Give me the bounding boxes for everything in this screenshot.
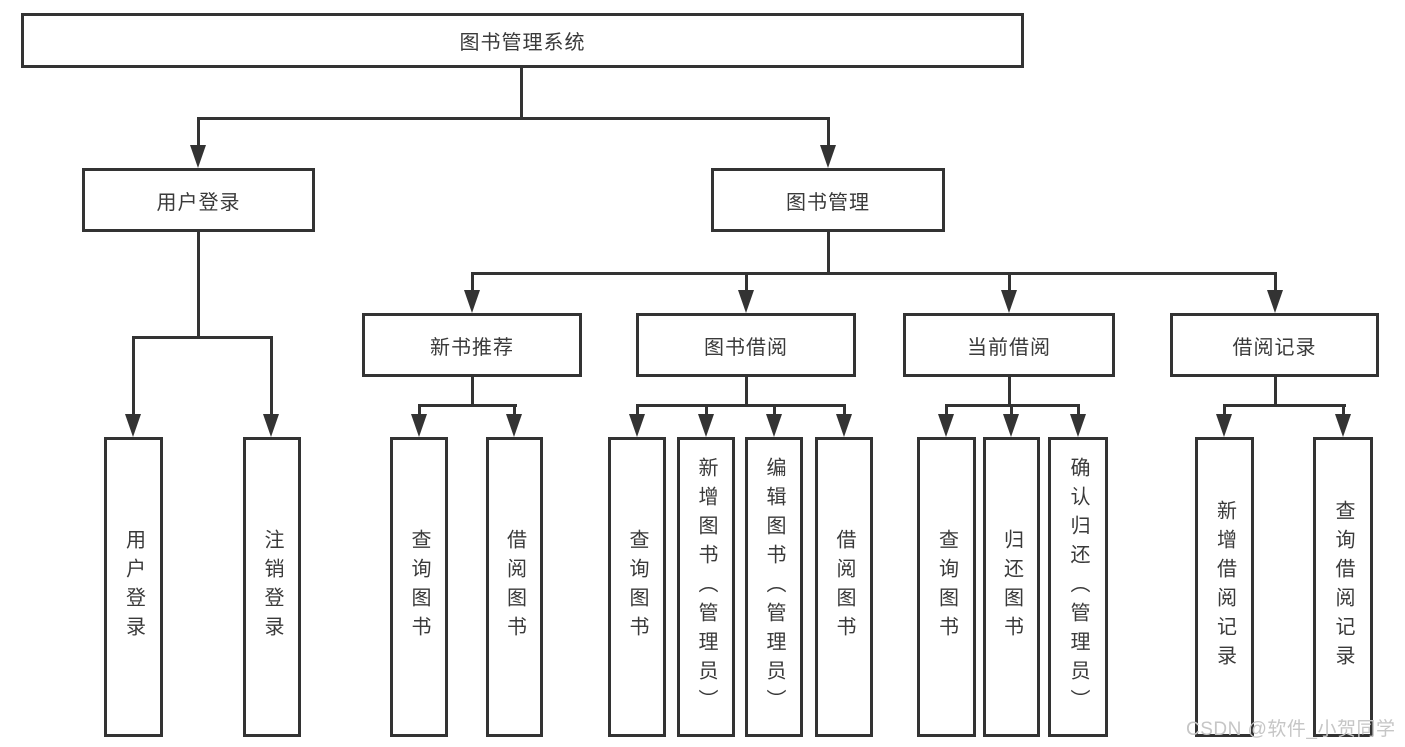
- node-label: 图书管理系统: [459, 32, 586, 54]
- node-leaf-query-borrow-record: 查询借阅记录: [1313, 437, 1373, 737]
- node-label: 查询图书: [626, 529, 648, 645]
- connector-line: [827, 117, 830, 148]
- connector-line: [945, 404, 948, 417]
- connector-line: [418, 404, 421, 417]
- node-leaf-query-books-recommend: 查询图书: [390, 437, 448, 737]
- arrowhead-down-icon: [411, 414, 427, 437]
- node-label: 用户登录: [156, 191, 241, 214]
- arrowhead-down-icon: [190, 145, 206, 168]
- connector-line: [1223, 404, 1226, 417]
- node-leaf-logout: 注销登录: [243, 437, 301, 737]
- connector-line: [471, 272, 1277, 275]
- node-leaf-borrow-books-recommend: 借阅图书: [486, 437, 543, 737]
- arrowhead-down-icon: [766, 414, 782, 437]
- node-current-borrowing: 当前借阅: [903, 313, 1115, 377]
- connector-line: [843, 404, 846, 417]
- node-leaf-query-books-borrow: 查询图书: [608, 437, 666, 737]
- arrowhead-down-icon: [263, 414, 279, 437]
- node-label: 查询图书: [408, 529, 430, 645]
- connector-line: [197, 232, 200, 339]
- connector-line: [1223, 404, 1346, 407]
- node-label: 确认归还（管理员）: [1067, 456, 1089, 718]
- connector-line: [1342, 404, 1345, 417]
- node-leaf-add-borrow-record: 新增借阅记录: [1195, 437, 1254, 737]
- connector-line: [636, 404, 846, 407]
- node-label: 当前借阅: [967, 336, 1051, 359]
- connector-line: [513, 404, 516, 417]
- arrowhead-down-icon: [738, 290, 754, 313]
- node-label: 借阅图书: [833, 529, 855, 645]
- node-leaf-borrow-books: 借阅图书: [815, 437, 873, 737]
- node-leaf-user-login: 用户登录: [104, 437, 163, 737]
- arrowhead-down-icon: [1001, 290, 1017, 313]
- arrowhead-down-icon: [938, 414, 954, 437]
- connector-line: [418, 404, 517, 407]
- node-library-management-system: 图书管理系统: [21, 13, 1024, 68]
- node-label: 查询图书: [935, 529, 958, 645]
- node-label: 注销登录: [261, 529, 283, 645]
- node-borrowing-records: 借阅记录: [1170, 313, 1379, 377]
- node-label: 借阅图书: [503, 529, 526, 645]
- connector-line: [471, 377, 474, 407]
- connector-line: [270, 336, 273, 416]
- connector-line: [471, 272, 474, 293]
- arrowhead-down-icon: [1003, 414, 1019, 437]
- connector-line: [197, 117, 200, 148]
- connector-line: [1274, 377, 1277, 407]
- node-leaf-add-books-admin: 新增图书（管理员）: [677, 437, 735, 737]
- node-label: 借阅记录: [1232, 336, 1317, 359]
- node-label: 新增图书（管理员）: [695, 456, 717, 718]
- node-leaf-confirm-return-admin: 确认归还（管理员）: [1048, 437, 1108, 737]
- node-label: 图书借阅: [704, 336, 788, 359]
- connector-line: [636, 404, 639, 417]
- arrowhead-down-icon: [836, 414, 852, 437]
- connector-line: [132, 336, 135, 416]
- connector-line: [773, 404, 776, 417]
- arrowhead-down-icon: [1070, 414, 1086, 437]
- node-label: 图书管理: [786, 191, 870, 214]
- arrowhead-down-icon: [464, 290, 480, 313]
- connector-line: [827, 232, 830, 275]
- node-book-management: 图书管理: [711, 168, 945, 232]
- connector-line: [1274, 272, 1277, 293]
- arrowhead-down-icon: [629, 414, 645, 437]
- node-label: 归还图书: [1000, 529, 1023, 645]
- arrowhead-down-icon: [698, 414, 714, 437]
- node-user-login: 用户登录: [82, 168, 315, 232]
- connector-line: [1008, 377, 1011, 407]
- node-new-book-recommend: 新书推荐: [362, 313, 582, 377]
- node-label: 新书推荐: [430, 336, 514, 359]
- csdn-watermark: CSDN @软件_小贺同学: [1186, 719, 1396, 740]
- arrowhead-down-icon: [506, 414, 522, 437]
- node-label: 编辑图书（管理员）: [763, 456, 785, 718]
- arrowhead-down-icon: [125, 414, 141, 437]
- node-book-borrowing: 图书借阅: [636, 313, 856, 377]
- connector-line: [132, 336, 273, 339]
- connector-line: [745, 272, 748, 293]
- node-leaf-edit-books-admin: 编辑图书（管理员）: [745, 437, 803, 737]
- node-label: 用户登录: [122, 529, 145, 645]
- connector-line: [705, 404, 708, 417]
- node-leaf-return-books: 归还图书: [983, 437, 1040, 737]
- arrowhead-down-icon: [1335, 414, 1351, 437]
- node-label: 查询借阅记录: [1332, 500, 1354, 674]
- connector-line: [1010, 404, 1013, 417]
- connector-line: [520, 66, 523, 120]
- arrowhead-down-icon: [1216, 414, 1232, 437]
- arrowhead-down-icon: [820, 145, 836, 168]
- connector-line: [1008, 272, 1011, 293]
- arrowhead-down-icon: [1267, 290, 1283, 313]
- connector-line: [1077, 404, 1080, 417]
- connector-line: [197, 117, 830, 120]
- node-label: 新增借阅记录: [1213, 500, 1236, 674]
- connector-line: [745, 377, 748, 407]
- node-leaf-query-books-current: 查询图书: [917, 437, 976, 737]
